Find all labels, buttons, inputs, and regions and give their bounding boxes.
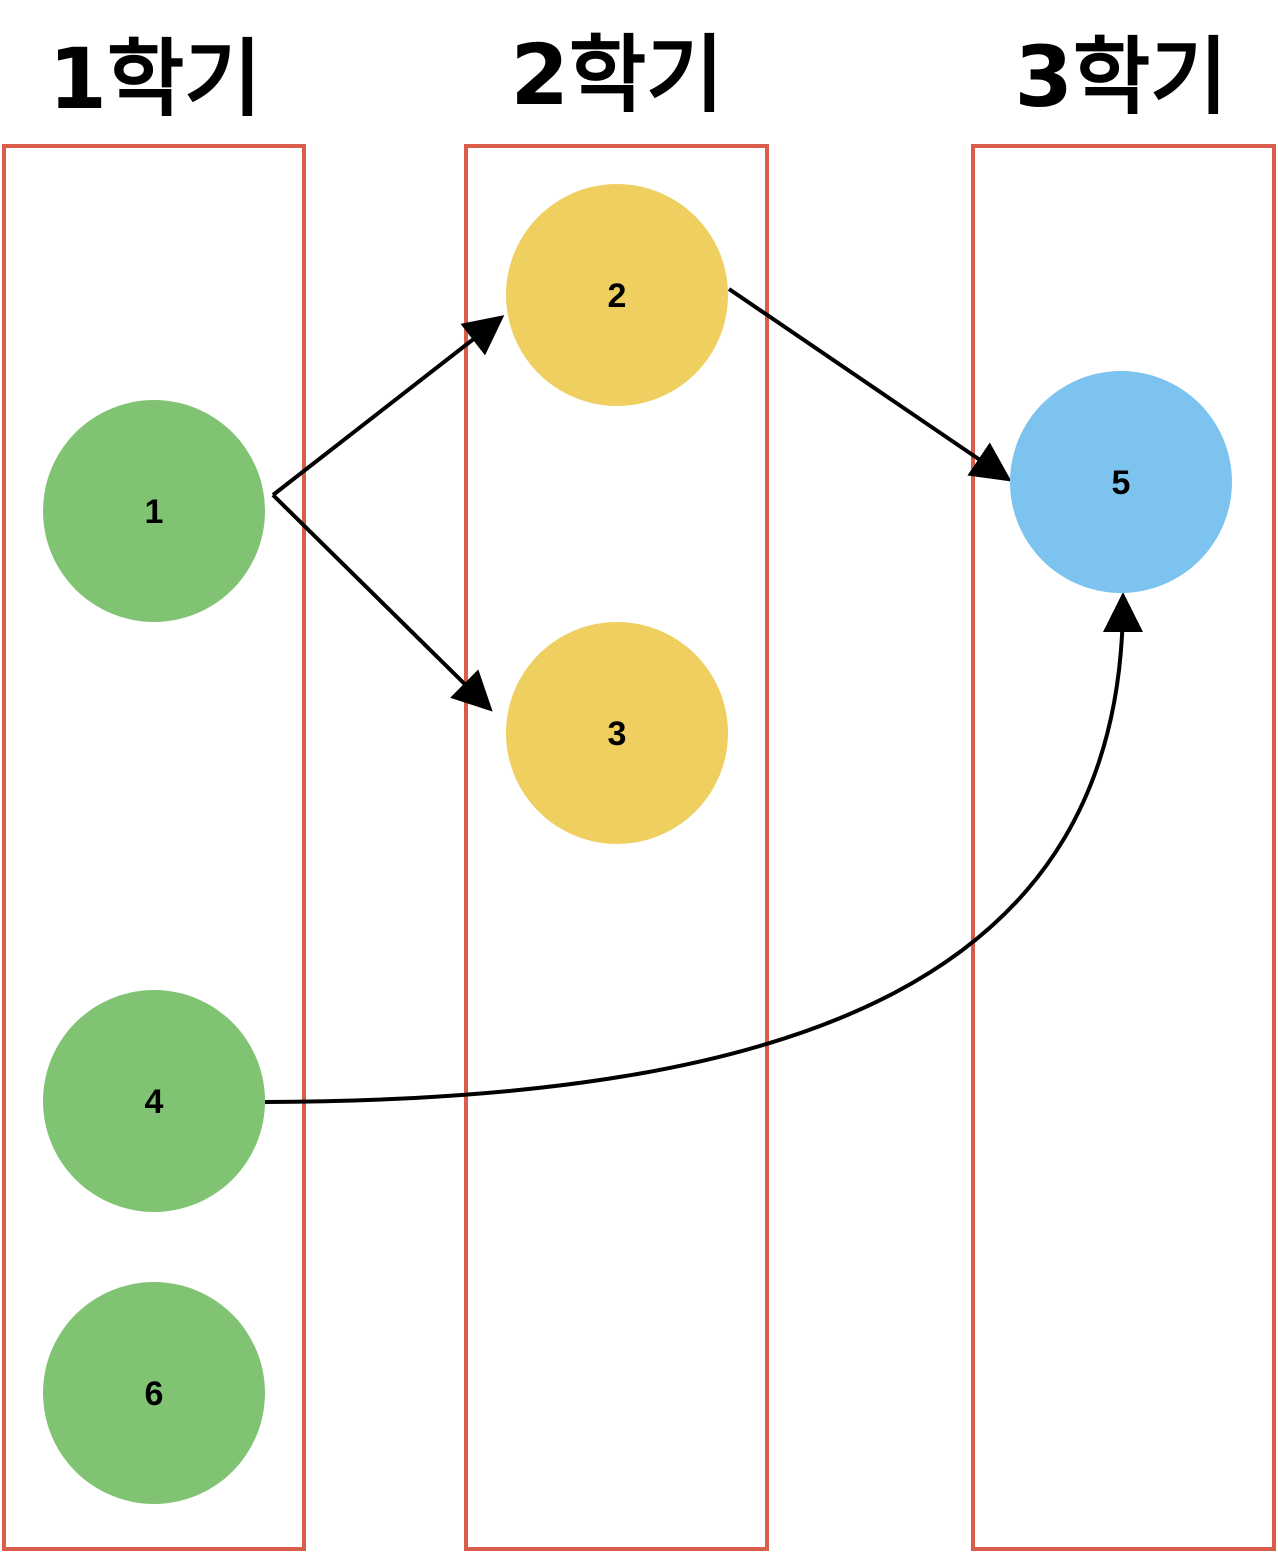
edge-2-to-5 [727, 287, 1012, 482]
column-box-1 [2, 144, 306, 1551]
node-6-label: 6 [145, 1375, 164, 1413]
node-1: 1 [43, 400, 265, 622]
node-5-label: 5 [1112, 464, 1131, 502]
node-2-label: 2 [608, 277, 627, 315]
node-1-circle [43, 400, 265, 622]
node-2: 2 [506, 184, 728, 406]
node-5: 5 [1010, 371, 1232, 593]
node-6: 6 [43, 1282, 265, 1504]
column-title-3: 3학기 [1014, 28, 1227, 126]
node-2-circle [506, 184, 728, 406]
column-title-1: 1학기 [48, 30, 261, 128]
edge-4-to-5 [264, 592, 1143, 1104]
node-3-label: 3 [608, 715, 627, 753]
edge-1-to-3 [271, 493, 493, 712]
column-box-2 [464, 144, 769, 1551]
node-4-circle [43, 990, 265, 1212]
column-box-3 [971, 144, 1276, 1551]
node-4: 4 [43, 990, 265, 1212]
node-6-circle [43, 1282, 265, 1504]
column-title-2: 2학기 [510, 26, 723, 124]
node-5-circle [1010, 371, 1232, 593]
node-3-circle [506, 622, 728, 844]
node-4-label: 4 [145, 1083, 164, 1121]
edge-1-to-2 [271, 315, 505, 497]
node-1-label: 1 [145, 493, 164, 531]
node-3: 3 [506, 622, 728, 844]
